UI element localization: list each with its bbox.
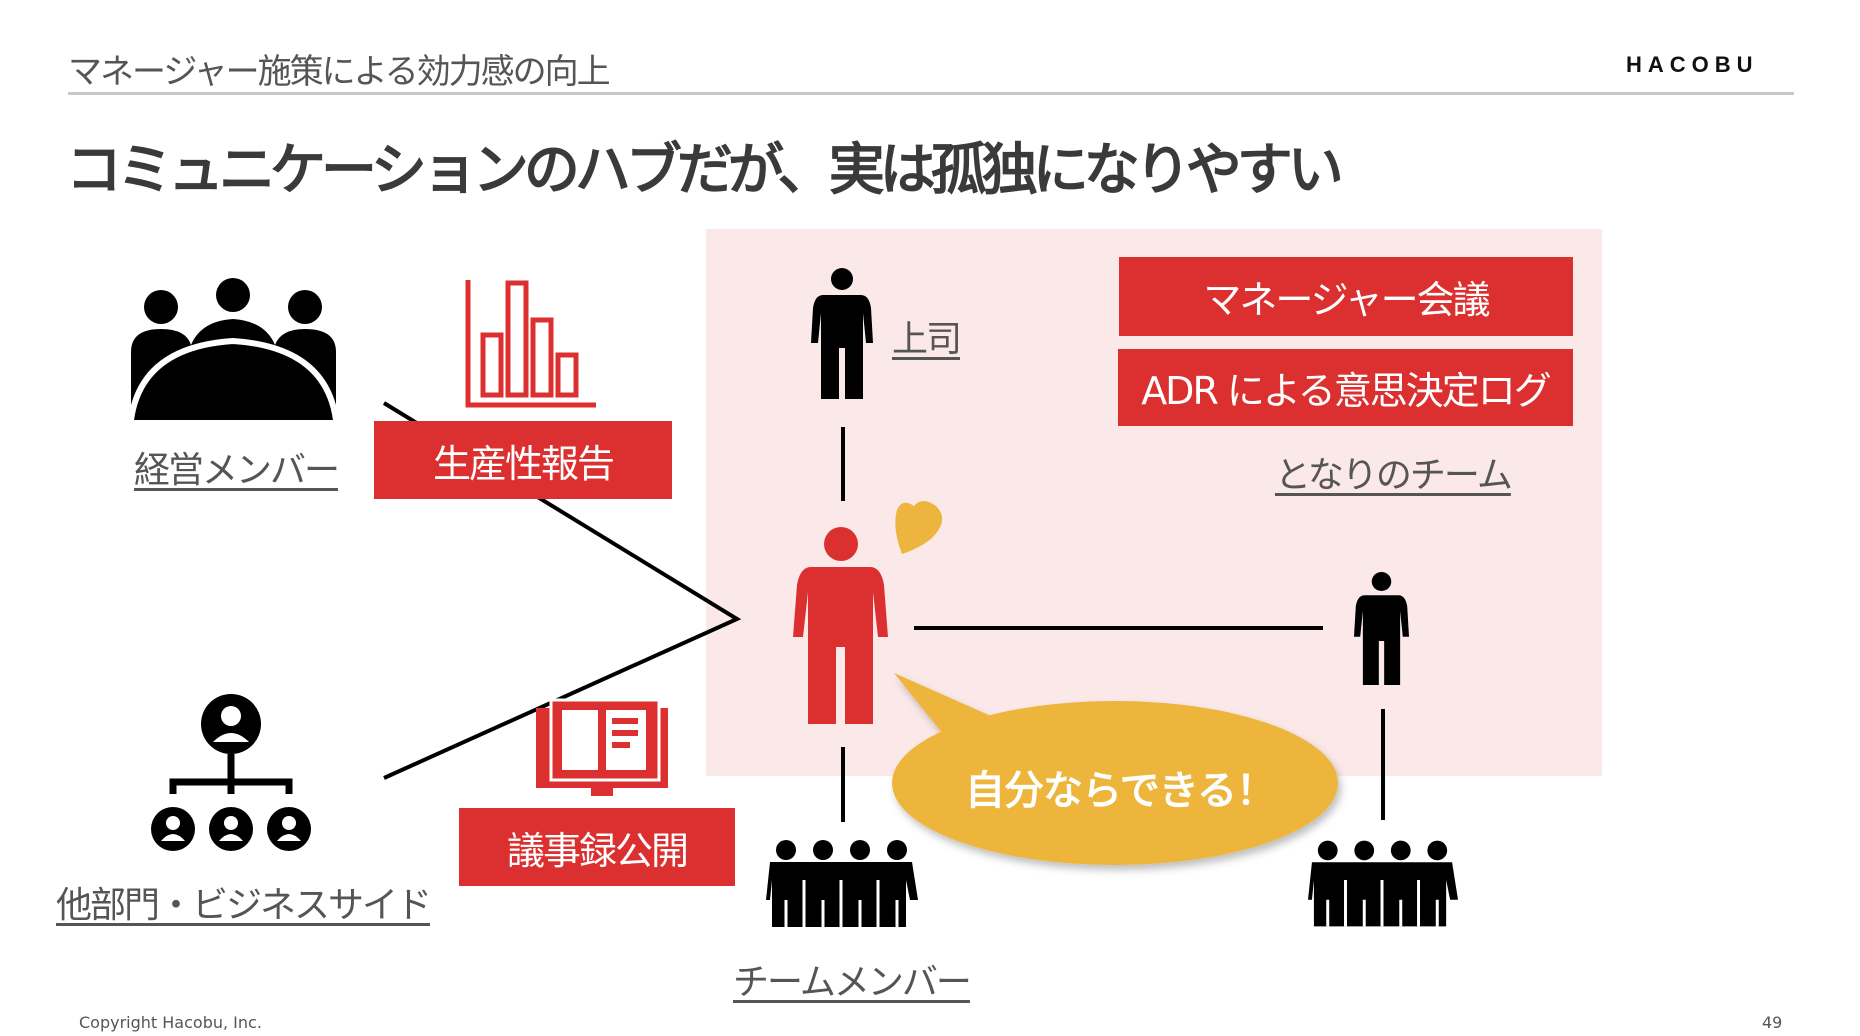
section-title: マネージャー施策による効力感の向上	[68, 52, 611, 92]
minutes-public-box: 議事録公開	[459, 808, 735, 886]
boss-label: 上司	[892, 319, 962, 360]
copyright: Copyright Hacobu, Inc.	[79, 1013, 262, 1032]
hacobu-logo: HACOBU	[1626, 52, 1759, 77]
bar-chart-icon	[465, 280, 596, 408]
productivity-report-box: 生産性報告	[374, 421, 672, 499]
neighbor-person-icon	[1354, 572, 1409, 685]
page-number: 49	[1762, 1013, 1783, 1032]
neighbor-team-label: となりのチーム	[1275, 455, 1513, 496]
team-members-label: チームメンバー	[733, 962, 972, 1003]
speech-bubble-text: 自分ならできる！	[965, 768, 1276, 814]
heart-icon	[895, 501, 943, 554]
open-book-icon	[536, 698, 668, 796]
neighbor-team-group-icon	[1308, 840, 1458, 927]
boss-person-icon	[811, 268, 873, 399]
adr-log-box: ADR による意思決定ログ	[1118, 349, 1573, 426]
manager-person-icon	[793, 527, 888, 724]
speech-bubble	[892, 673, 1338, 865]
manager-meeting-box: マネージャー会議	[1119, 257, 1573, 336]
executives-icon	[128, 278, 339, 421]
org-chart-icon	[151, 694, 311, 851]
slide-title: コミュニケーションのハブだが、実は孤独になりやすい	[66, 138, 1344, 203]
header-divider	[68, 92, 1794, 95]
other-departments-label: 他部門・ビジネスサイド	[56, 885, 432, 926]
team-members-group-icon	[766, 840, 918, 927]
executives-label: 経営メンバー	[134, 450, 340, 491]
